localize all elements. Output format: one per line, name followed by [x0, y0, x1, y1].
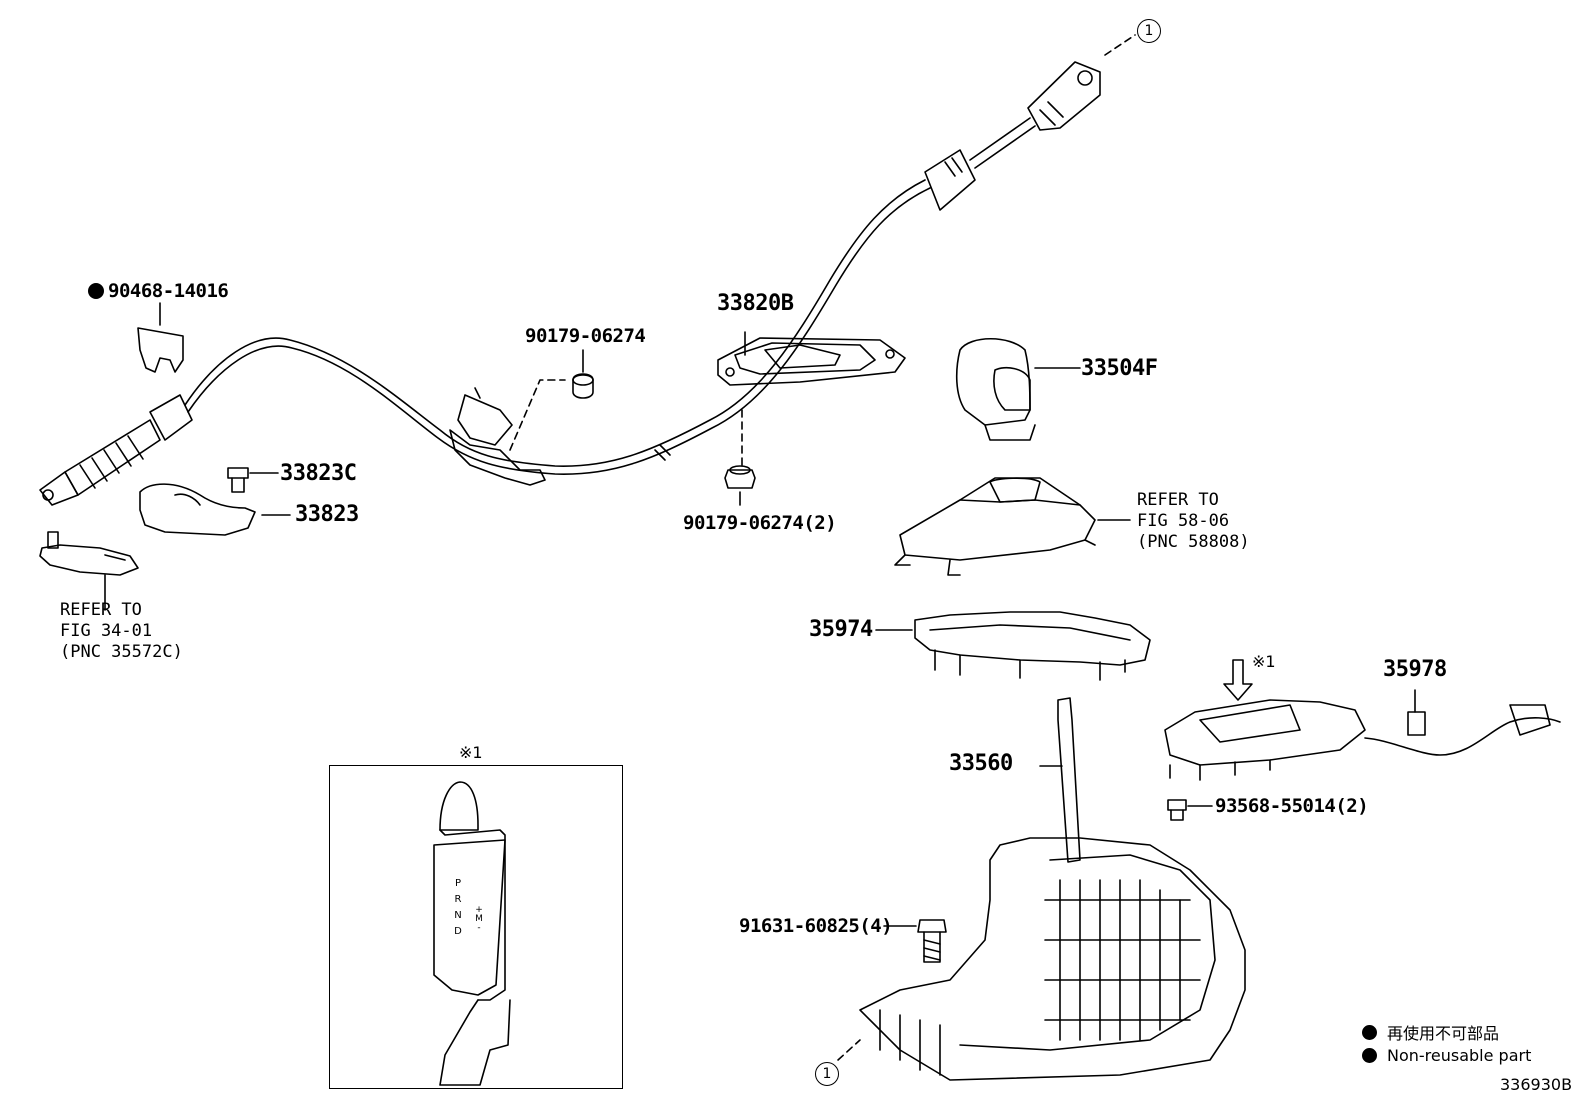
ref-line: FIG 58-06 [1137, 511, 1230, 531]
label-33820b: 33820B [717, 291, 794, 316]
inset-detail-box: P R N D + M - [329, 765, 623, 1089]
legend-jp: 再使用不可部品 [1362, 1020, 1499, 1044]
shift-letter: D [454, 926, 462, 937]
bolt-91631-shape [883, 919, 947, 963]
note-mark-indicator: ※1 [1252, 652, 1276, 671]
label-33823: 33823 [295, 502, 359, 527]
ref-line: REFER TO [1137, 490, 1219, 510]
shift-lever-assembly-shape [859, 697, 1246, 1081]
connection-marker-top: 1 [1137, 19, 1161, 43]
indicator-35978-shape [1164, 659, 1561, 781]
non-reusable-dot [88, 283, 104, 299]
console-boot-shape [894, 477, 1131, 576]
mode-letter: M [475, 914, 483, 924]
label-90179-06274-2: 90179-06274(2) [683, 512, 837, 534]
mode-letter: + [475, 905, 483, 915]
nut-shape [572, 349, 594, 399]
clip-shape [137, 327, 184, 373]
legend-jp-text: 再使用不可部品 [1387, 1024, 1500, 1043]
legend-en-text: Non-reusable part [1387, 1046, 1532, 1065]
shift-lever-end-shape [39, 531, 139, 611]
shift-knob-shape [955, 338, 1081, 441]
label-91631-60825-4: 91631-60825(4) [739, 915, 893, 937]
reference-fig-34-01: REFER TO FIG 34-01 (PNC 35572C) [60, 600, 183, 663]
indicator-housing-shape [875, 611, 1151, 681]
label-90179-06274: 90179-06274 [525, 325, 646, 347]
shift-letter: R [454, 894, 462, 905]
label-33504f: 33504F [1081, 356, 1158, 381]
mode-letters: + M - [473, 906, 485, 933]
note-mark-inset: ※1 [459, 743, 483, 762]
plate-33823-shape [139, 483, 256, 536]
figure-id: 336930B [1500, 1075, 1573, 1094]
bolt-33823c-shape [227, 467, 279, 493]
inset-shift-knob-shape [433, 781, 511, 1086]
mode-letter: - [477, 923, 481, 933]
ref-line: (PNC 58808) [1137, 532, 1250, 552]
dashed-leaders [509, 34, 1136, 1061]
reference-fig-58-06: REFER TO FIG 58-06 (PNC 58808) [1137, 490, 1250, 553]
legend-en: Non-reusable part [1362, 1046, 1531, 1065]
label-35974: 35974 [809, 617, 873, 642]
shift-pattern-letters: P R N D [452, 876, 464, 940]
shift-letter: P [454, 878, 462, 889]
label-35978: 35978 [1383, 657, 1447, 682]
legend-dot-icon [1362, 1048, 1377, 1063]
screw-93568-shape [1167, 799, 1213, 821]
ref-line: (PNC 35572C) [60, 642, 183, 662]
label-33823c: 33823C [280, 461, 357, 486]
label-93568-55014-2: 93568-55014(2) [1215, 795, 1369, 817]
ref-line: REFER TO [60, 600, 142, 620]
control-cable [39, 61, 1101, 506]
label-90468-14016: 90468-14016 [108, 280, 229, 302]
nut-pair-shape [724, 465, 756, 506]
shift-letter: N [454, 910, 462, 921]
cable-bracket-shape [717, 331, 906, 386]
ref-line: FIG 34-01 [60, 621, 153, 641]
label-33560: 33560 [949, 751, 1013, 776]
legend-dot-icon [1362, 1024, 1377, 1040]
connection-marker-bottom: 1 [815, 1062, 839, 1086]
